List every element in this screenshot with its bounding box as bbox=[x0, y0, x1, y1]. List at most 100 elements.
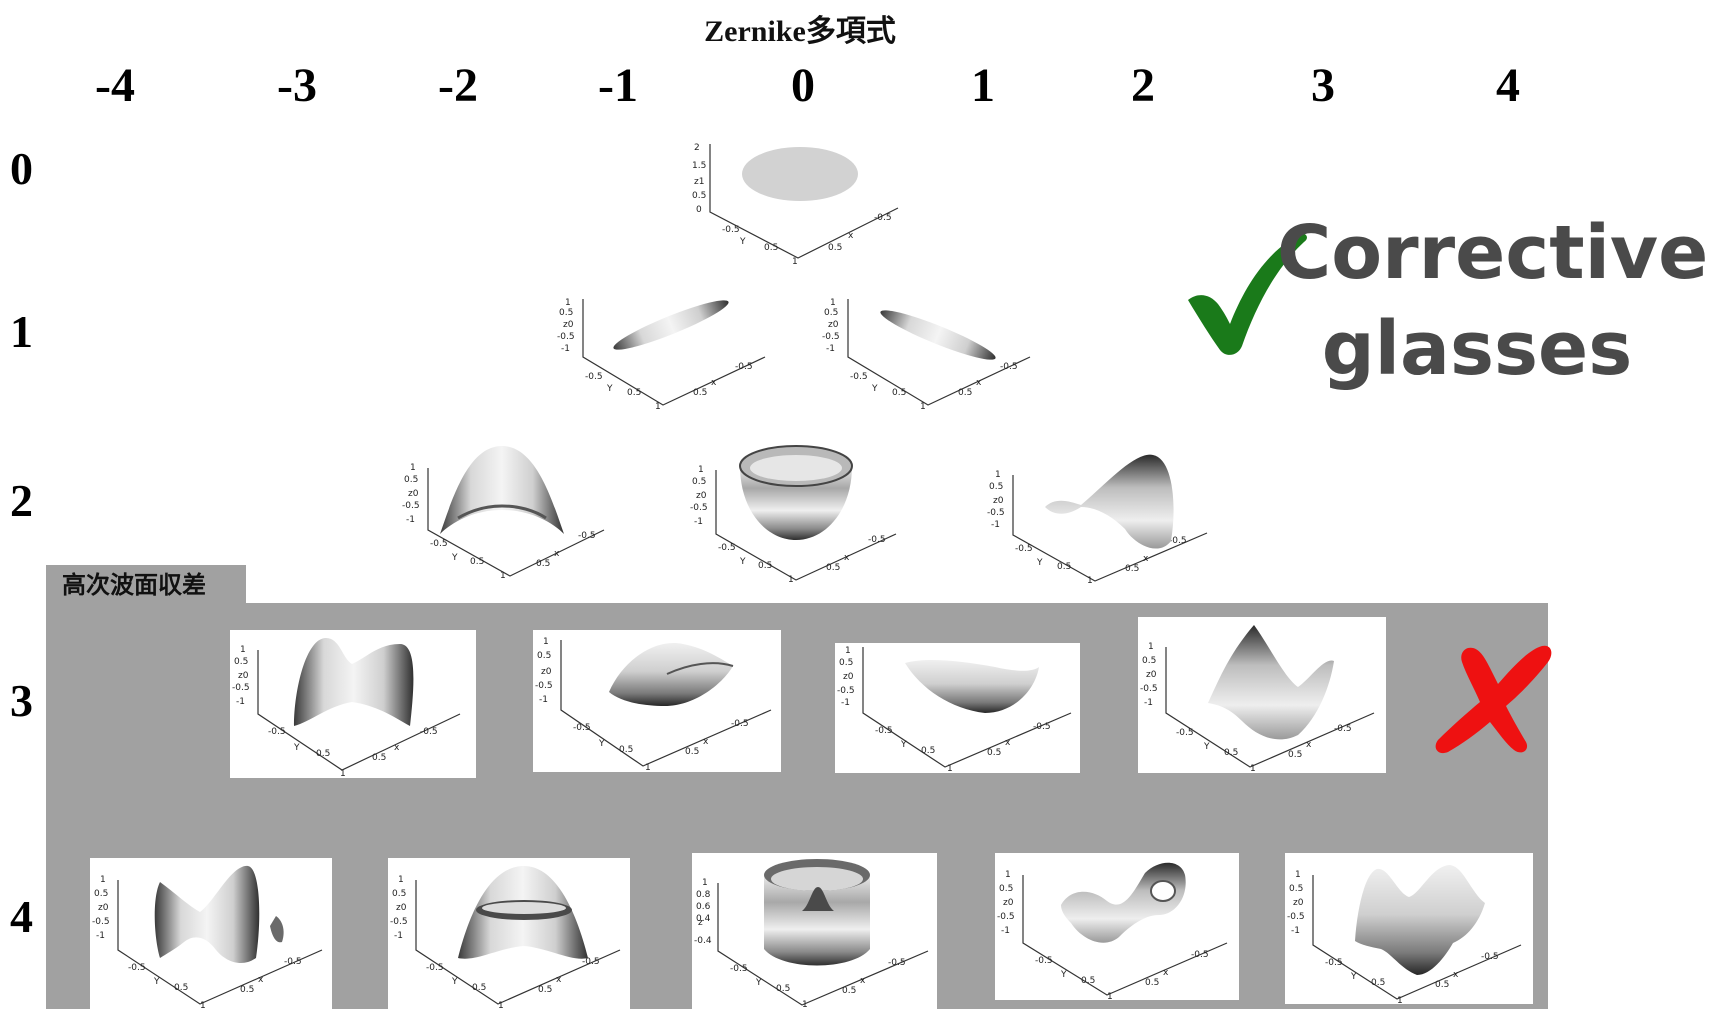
svg-text:0.5: 0.5 bbox=[1081, 976, 1095, 986]
svg-text:z0: z0 bbox=[238, 671, 249, 681]
svg-text:-0.5: -0.5 bbox=[735, 362, 753, 372]
svg-text:z0: z0 bbox=[1146, 670, 1157, 680]
m-label: -1 bbox=[598, 59, 638, 112]
svg-text:z0: z0 bbox=[696, 491, 707, 501]
svg-text:-0.5: -0.5 bbox=[128, 963, 146, 973]
svg-text:0.5: 0.5 bbox=[174, 983, 188, 993]
svg-text:-1: -1 bbox=[406, 515, 415, 525]
svg-text:0.5: 0.5 bbox=[240, 985, 254, 995]
svg-text:1: 1 bbox=[200, 1001, 206, 1009]
svg-text:Y: Y bbox=[1203, 742, 1210, 752]
svg-text:z0: z0 bbox=[1003, 898, 1014, 908]
svg-text:1: 1 bbox=[340, 769, 346, 778]
svg-text:0: 0 bbox=[696, 205, 702, 215]
svg-text:0.5: 0.5 bbox=[94, 889, 108, 899]
n-label: 0 bbox=[10, 143, 33, 194]
svg-text:x: x bbox=[860, 976, 866, 986]
cross-icon bbox=[1435, 645, 1552, 754]
svg-text:0.5: 0.5 bbox=[1288, 750, 1302, 760]
svg-text:1: 1 bbox=[802, 1000, 808, 1009]
svg-text:-0.5: -0.5 bbox=[874, 213, 892, 223]
svg-text:0.5: 0.5 bbox=[685, 747, 699, 757]
svg-text:0.5: 0.5 bbox=[619, 745, 633, 755]
n-label: 2 bbox=[10, 475, 33, 526]
svg-text:0.5: 0.5 bbox=[892, 388, 906, 398]
svg-text:0.5: 0.5 bbox=[472, 983, 486, 993]
svg-text:-0.5: -0.5 bbox=[1140, 684, 1158, 694]
svg-text:x: x bbox=[1306, 740, 1312, 750]
svg-text:1: 1 bbox=[498, 1001, 504, 1009]
svg-text:1: 1 bbox=[920, 402, 926, 410]
n-label: 4 bbox=[10, 891, 33, 942]
svg-text:1: 1 bbox=[543, 637, 549, 647]
m-label: -4 bbox=[95, 59, 135, 112]
svg-text:-0.5: -0.5 bbox=[1334, 724, 1352, 734]
svg-text:Y: Y bbox=[755, 978, 762, 988]
svg-text:-1: -1 bbox=[539, 695, 548, 705]
svg-text:-1: -1 bbox=[841, 698, 850, 708]
corrective-line2: glasses bbox=[1321, 306, 1633, 392]
svg-text:z0: z0 bbox=[98, 903, 109, 913]
svg-text:Y: Y bbox=[1350, 972, 1357, 982]
svg-text:1: 1 bbox=[410, 463, 416, 473]
svg-text:1: 1 bbox=[698, 465, 704, 475]
svg-text:-1: -1 bbox=[694, 517, 703, 527]
svg-text:z0: z0 bbox=[396, 903, 407, 913]
m-label: 3 bbox=[1311, 59, 1335, 112]
svg-text:1: 1 bbox=[240, 645, 246, 655]
svg-text:-0.5: -0.5 bbox=[573, 723, 591, 733]
svg-text:0.8: 0.8 bbox=[696, 890, 711, 900]
svg-text:-0.5: -0.5 bbox=[987, 508, 1005, 518]
svg-text:Y: Y bbox=[1060, 970, 1067, 980]
svg-text:z0: z0 bbox=[828, 320, 839, 330]
svg-text:-0.5: -0.5 bbox=[585, 372, 603, 382]
svg-text:0.5: 0.5 bbox=[764, 243, 778, 253]
svg-text:-0.5: -0.5 bbox=[722, 225, 740, 235]
svg-text:0.5: 0.5 bbox=[234, 657, 248, 667]
svg-text:1: 1 bbox=[500, 571, 506, 580]
svg-text:x: x bbox=[1005, 738, 1011, 748]
svg-text:0.5: 0.5 bbox=[776, 984, 790, 994]
svg-text:-0.5: -0.5 bbox=[888, 958, 906, 968]
svg-text:x: x bbox=[1163, 968, 1169, 978]
m-label: -2 bbox=[438, 59, 478, 112]
svg-text:0.5: 0.5 bbox=[1435, 980, 1449, 990]
svg-text:-1: -1 bbox=[236, 697, 245, 707]
svg-text:0.5: 0.5 bbox=[537, 651, 551, 661]
svg-text:Y: Y bbox=[606, 384, 613, 394]
svg-text:x: x bbox=[556, 975, 562, 985]
svg-text:-0.5: -0.5 bbox=[420, 727, 438, 737]
svg-text:1: 1 bbox=[1250, 764, 1256, 773]
svg-text:z: z bbox=[698, 918, 703, 928]
svg-text:Y: Y bbox=[900, 740, 907, 750]
svg-text:0.5: 0.5 bbox=[693, 388, 707, 398]
svg-text:Y: Y bbox=[1036, 558, 1043, 568]
svg-text:-1: -1 bbox=[1144, 698, 1153, 708]
diagram-title: Zernike多項式 bbox=[704, 15, 896, 48]
svg-text:-0.5: -0.5 bbox=[390, 917, 408, 927]
svg-text:-1: -1 bbox=[826, 344, 835, 354]
svg-text:-0.5: -0.5 bbox=[92, 917, 110, 927]
svg-text:-0.5: -0.5 bbox=[402, 501, 420, 511]
svg-text:-0.5: -0.5 bbox=[1325, 958, 1343, 968]
svg-text:0.5: 0.5 bbox=[692, 477, 706, 487]
svg-text:-1: -1 bbox=[561, 344, 570, 354]
m-label: 2 bbox=[1131, 59, 1155, 112]
svg-text:z0: z0 bbox=[541, 667, 552, 677]
svg-text:-0.5: -0.5 bbox=[232, 683, 250, 693]
svg-text:1: 1 bbox=[100, 875, 106, 885]
svg-text:z0: z0 bbox=[993, 496, 1004, 506]
svg-text:-0.5: -0.5 bbox=[731, 719, 749, 729]
svg-text:-1: -1 bbox=[96, 931, 105, 941]
svg-text:Y: Y bbox=[293, 743, 300, 753]
check-icon bbox=[1188, 233, 1307, 355]
svg-text:2: 2 bbox=[694, 143, 700, 153]
svg-text:0.5: 0.5 bbox=[1057, 562, 1071, 572]
high-order-label: 高次波面収差 bbox=[46, 565, 246, 605]
